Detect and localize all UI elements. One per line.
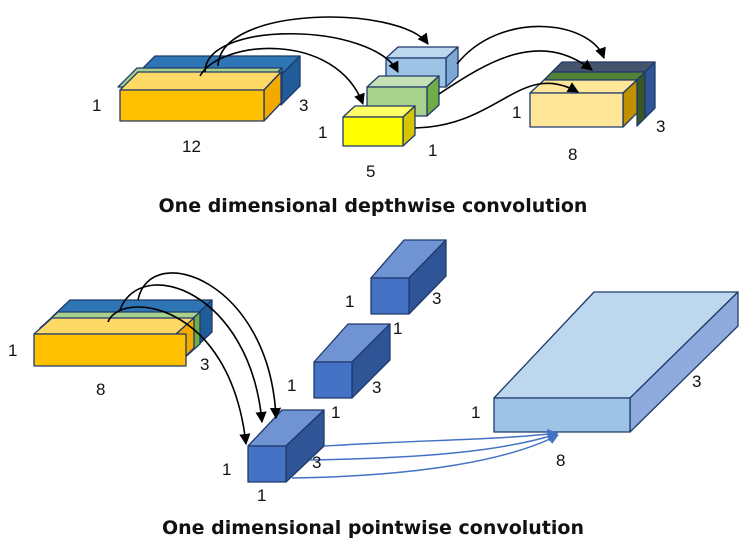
top-kernel-yellow bbox=[342, 105, 416, 147]
bottom-input-tensor bbox=[33, 299, 213, 367]
kernel-c-depth-label: 3 bbox=[312, 453, 321, 472]
bottom-output-tensor bbox=[493, 291, 739, 433]
kernel-c-height-label: 1 bbox=[222, 460, 231, 479]
kernel-c-width-label: 1 bbox=[257, 486, 266, 505]
top-kernel-depth-label: 1 bbox=[428, 141, 437, 160]
bottom-output-depth-label: 3 bbox=[692, 372, 701, 391]
bottom-arrows bbox=[107, 272, 282, 446]
bottom-kernel-a bbox=[370, 239, 447, 315]
top-output-height-label: 1 bbox=[512, 103, 521, 122]
kernel-b-depth-label: 3 bbox=[372, 378, 381, 397]
top-input-depth-label: 3 bbox=[299, 96, 308, 115]
top-output-depth-label: 3 bbox=[656, 117, 665, 136]
kernel-b-width-label: 1 bbox=[331, 403, 340, 422]
top-output-tensor bbox=[529, 61, 656, 128]
bottom-kernel-b bbox=[313, 323, 391, 399]
kernel-a-height-label: 1 bbox=[345, 292, 354, 311]
bottom-input-width-label: 8 bbox=[96, 380, 105, 399]
bottom-kernel-c bbox=[247, 409, 325, 483]
top-input-height-label: 1 bbox=[92, 96, 101, 115]
bottom-input-depth-label: 3 bbox=[200, 355, 209, 374]
kernel-a-depth-label: 3 bbox=[432, 289, 441, 308]
top-input-tensor bbox=[117, 55, 301, 122]
bottom-output-height-label: 1 bbox=[471, 403, 480, 422]
bottom-input-height-label: 1 bbox=[8, 341, 17, 360]
top-kernel-green bbox=[366, 75, 440, 117]
top-input-width-label: 12 bbox=[182, 137, 201, 156]
top-kernel-width-label: 5 bbox=[366, 162, 375, 181]
top-kernel-height-label: 1 bbox=[318, 123, 327, 142]
kernel-b-height-label: 1 bbox=[287, 376, 296, 395]
bottom-blue-arrows bbox=[291, 428, 559, 479]
bottom-output-width-label: 8 bbox=[556, 451, 565, 470]
kernel-a-width-label: 1 bbox=[393, 319, 402, 338]
top-arrows bbox=[199, 16, 606, 129]
top-caption: One dimensional depthwise convolution bbox=[159, 195, 588, 217]
top-output-width-label: 8 bbox=[568, 145, 577, 164]
bottom-caption: One dimensional pointwise convolution bbox=[162, 517, 584, 539]
